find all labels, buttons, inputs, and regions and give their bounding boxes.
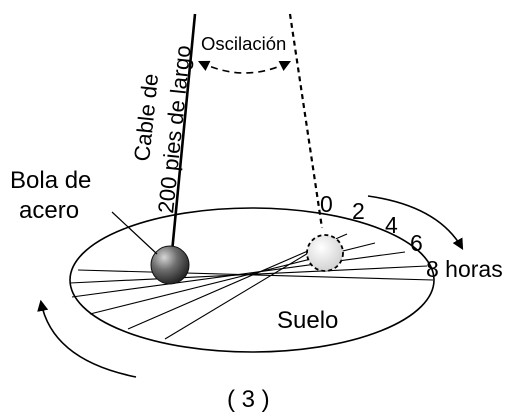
- cable-line: [170, 13, 197, 253]
- oscillation-label: Oscilación: [201, 33, 286, 54]
- dashed-cable-line: [288, 13, 324, 229]
- oscillation-arc-icon: [197, 60, 292, 74]
- hour-label-8: 8 horas: [426, 256, 503, 282]
- floor-label: Suelo: [277, 307, 338, 334]
- cable-label-line2: 200 pies de largo: [153, 44, 196, 214]
- floor-ellipse: [69, 207, 435, 353]
- rotation-arrow-left-icon: [37, 299, 137, 378]
- ghost-ball-icon: [306, 234, 344, 272]
- hour-label-4: 4: [385, 212, 398, 238]
- floor-trace-lines: [69, 233, 434, 340]
- ball-label-line2: acero: [19, 197, 79, 224]
- steel-ball-icon: [150, 245, 190, 285]
- ball-leader-line: [111, 211, 158, 255]
- rotation-arrow-right-icon: [367, 195, 464, 250]
- hour-label-2: 2: [352, 198, 365, 224]
- cable-label-line1: Cable de: [129, 72, 163, 162]
- hour-label-0: 0: [320, 191, 333, 217]
- ball-label-line1: Bola de: [10, 167, 91, 194]
- hour-label-6: 6: [410, 230, 423, 256]
- figure-number: ( 3 ): [227, 386, 270, 413]
